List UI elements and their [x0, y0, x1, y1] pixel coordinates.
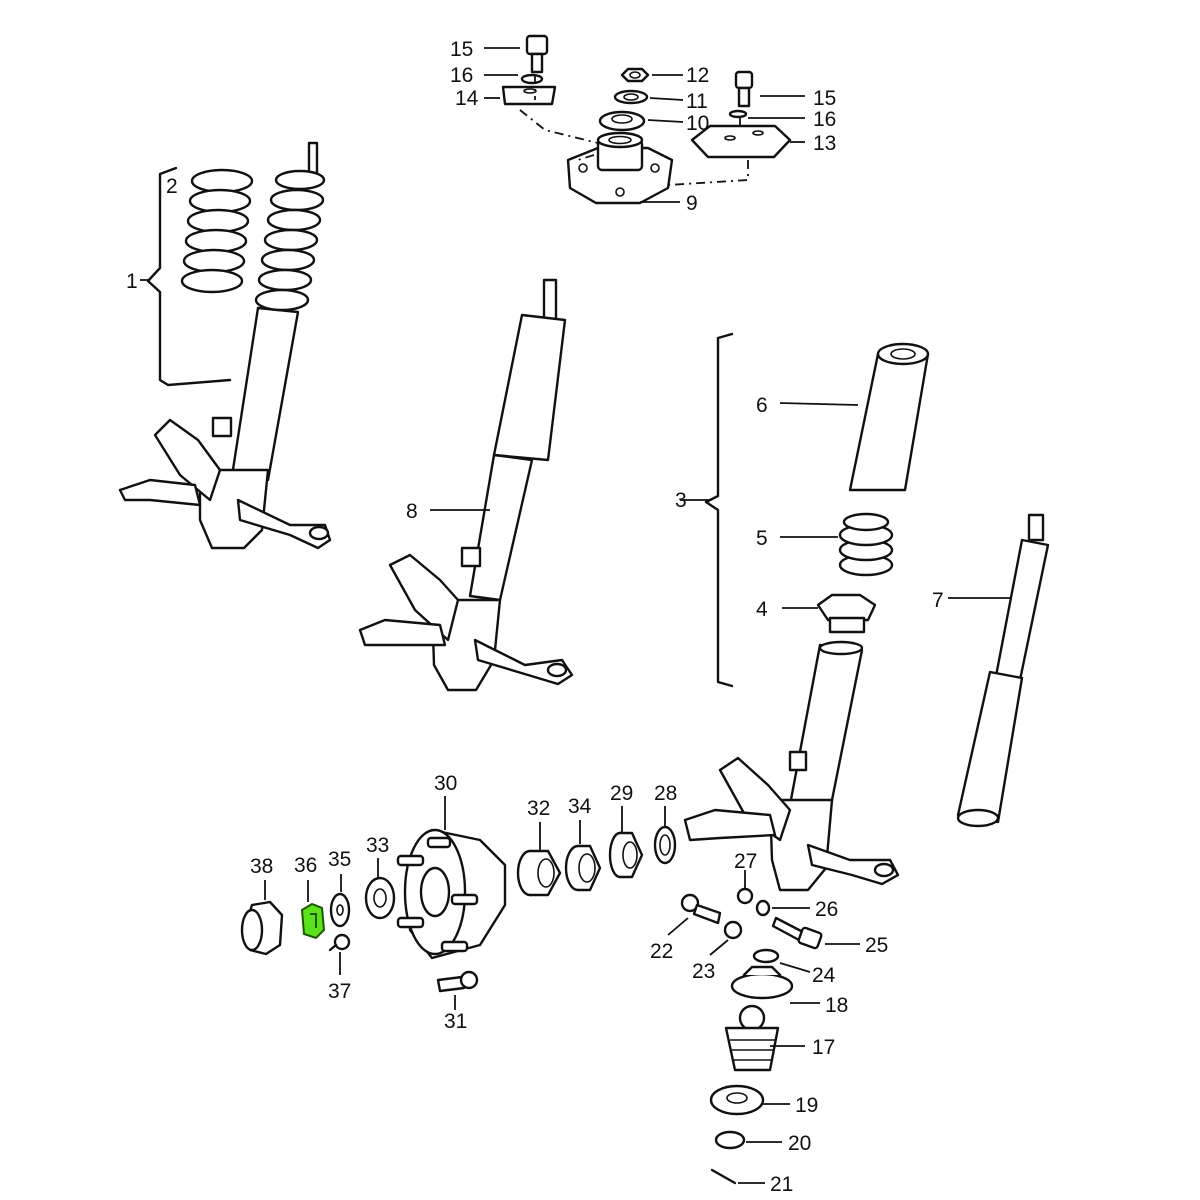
callout-18: 18: [825, 994, 848, 1017]
callout-36: 36: [294, 854, 317, 877]
callout-38: 38: [250, 855, 273, 878]
callout-23: 23: [692, 960, 715, 983]
callout-16-right: 16: [813, 108, 836, 131]
plate-14: [501, 85, 557, 106]
callout-11: 11: [686, 90, 708, 113]
callout-1: 1: [126, 270, 138, 293]
bolt-15-left: [525, 34, 549, 74]
bearing-race-32: [516, 849, 562, 897]
callout-20: 20: [788, 1132, 811, 1155]
coil-spring-2: [180, 168, 254, 294]
spring-strut-assembly-1: [118, 141, 332, 550]
callout-22: 22: [650, 940, 673, 963]
callout-10: 10: [686, 112, 709, 135]
plate-13: [690, 124, 792, 159]
shock-strut-8: [358, 278, 574, 692]
washer-11: [613, 89, 649, 105]
callout-33: 33: [366, 834, 389, 857]
callout-35: 35: [328, 848, 351, 871]
nut-19: [709, 1084, 765, 1116]
callout-2: 2: [166, 175, 178, 198]
strut-top-mount-group: [501, 34, 792, 205]
bolt-22: [680, 893, 722, 925]
callout-5: 5: [756, 527, 768, 550]
nut-27: [736, 887, 754, 905]
callout-labels: 15 16 14 12 11 10 15 16 13 9 2 1 8 3 6 5…: [126, 38, 944, 1196]
callout-6: 6: [756, 394, 768, 417]
strut-insert-7: [956, 513, 1050, 828]
callout-32: 32: [527, 797, 550, 820]
bracket-1: [146, 166, 232, 387]
ball-joint-17: [724, 1004, 780, 1072]
callout-27: 27: [734, 850, 757, 873]
callout-4: 4: [756, 598, 768, 621]
clamp-nut-36-highlighted: [300, 902, 326, 940]
bearing-33: [364, 876, 396, 920]
strut-spring: [254, 141, 326, 312]
callout-15: 15: [450, 38, 473, 61]
bolt-15-right: [734, 70, 754, 108]
bearing-34: [564, 844, 602, 892]
washer-35: [329, 892, 351, 928]
wheel-hub-group: [240, 825, 677, 993]
callout-25: 25: [865, 934, 888, 957]
callout-29: 29: [610, 782, 633, 805]
mount-plate-9: [566, 131, 674, 205]
dust-cap-38: [240, 900, 284, 956]
callout-26: 26: [815, 898, 838, 921]
pin-25: [771, 916, 823, 950]
washer-26: [755, 899, 771, 917]
washer-16-right: [728, 109, 748, 119]
washer-24: [752, 948, 780, 964]
nut-12: [620, 67, 650, 83]
callout-24: 24: [812, 964, 836, 987]
callout-30: 30: [434, 772, 457, 795]
lock-washer-20: [714, 1130, 746, 1150]
callout-8: 8: [406, 500, 418, 523]
wheel-bolt-31: [436, 970, 479, 993]
callout-7: 7: [932, 589, 944, 612]
cotter-pin-21: [710, 1168, 737, 1185]
washer-16-left: [520, 73, 544, 85]
callout-37: 37: [328, 980, 351, 1003]
callout-12: 12: [686, 64, 709, 87]
bracket-3: [704, 332, 734, 688]
strut-assembly-3: [683, 332, 930, 892]
callout-31: 31: [444, 1010, 467, 1033]
callout-19: 19: [795, 1094, 818, 1117]
callout-34: 34: [568, 795, 592, 818]
dust-boot-6: [848, 342, 930, 492]
callout-3: 3: [675, 489, 687, 512]
seal-28: [653, 825, 677, 865]
bump-stop-5: [838, 512, 894, 577]
callout-15-right: 15: [813, 87, 836, 110]
callout-16: 16: [450, 64, 473, 87]
callout-28: 28: [654, 782, 677, 805]
ball-joint-group: [680, 887, 823, 1185]
callout-13: 13: [813, 132, 836, 155]
boot-18: [730, 965, 794, 1000]
nut-23: [723, 920, 743, 940]
wheel-hub-30: [396, 828, 507, 960]
callout-9: 9: [686, 192, 698, 215]
gland-nut-4: [816, 593, 877, 634]
callout-17: 17: [812, 1036, 835, 1059]
callout-14: 14: [455, 87, 479, 110]
bearing-29: [608, 831, 644, 879]
bearing-10: [598, 110, 646, 132]
leader-lines: [140, 47, 1010, 1184]
callout-21: 21: [770, 1173, 793, 1196]
screw-37: [328, 933, 351, 952]
